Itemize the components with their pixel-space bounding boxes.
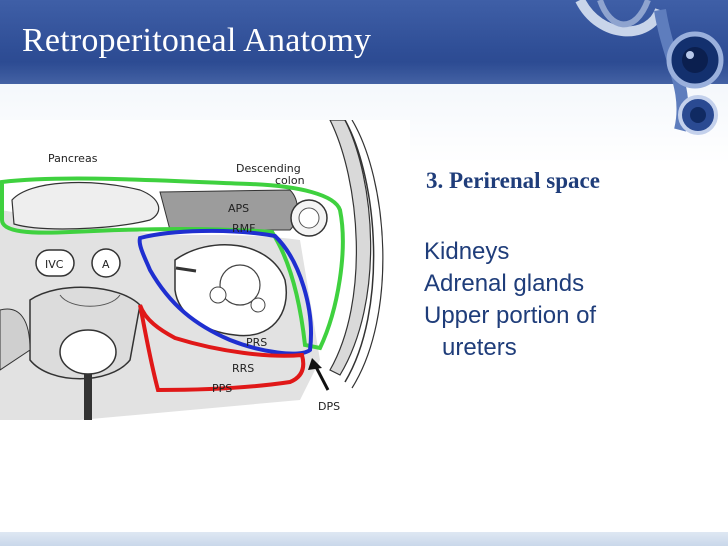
slide-title: Retroperitoneal Anatomy [22, 22, 372, 59]
bullet-list: Kidneys Adrenal glands Upper portion of … [424, 236, 724, 364]
list-item: Kidneys [424, 236, 724, 268]
stethoscope-icon [575, 0, 724, 135]
section-heading: 3. Perirenal space [426, 168, 600, 193]
slide-content: 3. Perirenal space Kidneys Adrenal gland… [414, 160, 724, 364]
footer-strip [0, 532, 728, 546]
label-rmf: RMF [232, 222, 255, 235]
label-dps: DPS [318, 400, 340, 413]
label-aorta: A [102, 258, 110, 271]
list-item-continuation: ureters [442, 334, 517, 361]
list-item-text: Kidneys [424, 238, 510, 265]
label-pancreas: Pancreas [48, 152, 98, 165]
label-aps: APS [228, 202, 249, 215]
list-item-text: Upper portion of [424, 302, 597, 329]
header-bar: Retroperitoneal Anatomy [0, 0, 728, 135]
label-rrs: RRS [232, 362, 254, 375]
list-item: Upper portion of ureters [424, 300, 724, 364]
label-pps: PPS [212, 382, 232, 395]
list-item-text: Adrenal glands [424, 270, 585, 297]
label-descending: Descending [236, 162, 301, 175]
anatomy-figure: Pancreas Descending colon APS RMF IVC A … [0, 120, 410, 480]
header-shine [0, 62, 728, 84]
list-item: Adrenal glands [424, 268, 724, 300]
label-ivc: IVC [45, 258, 64, 271]
label-colon: colon [275, 174, 305, 187]
label-prs: PRS [246, 336, 267, 349]
